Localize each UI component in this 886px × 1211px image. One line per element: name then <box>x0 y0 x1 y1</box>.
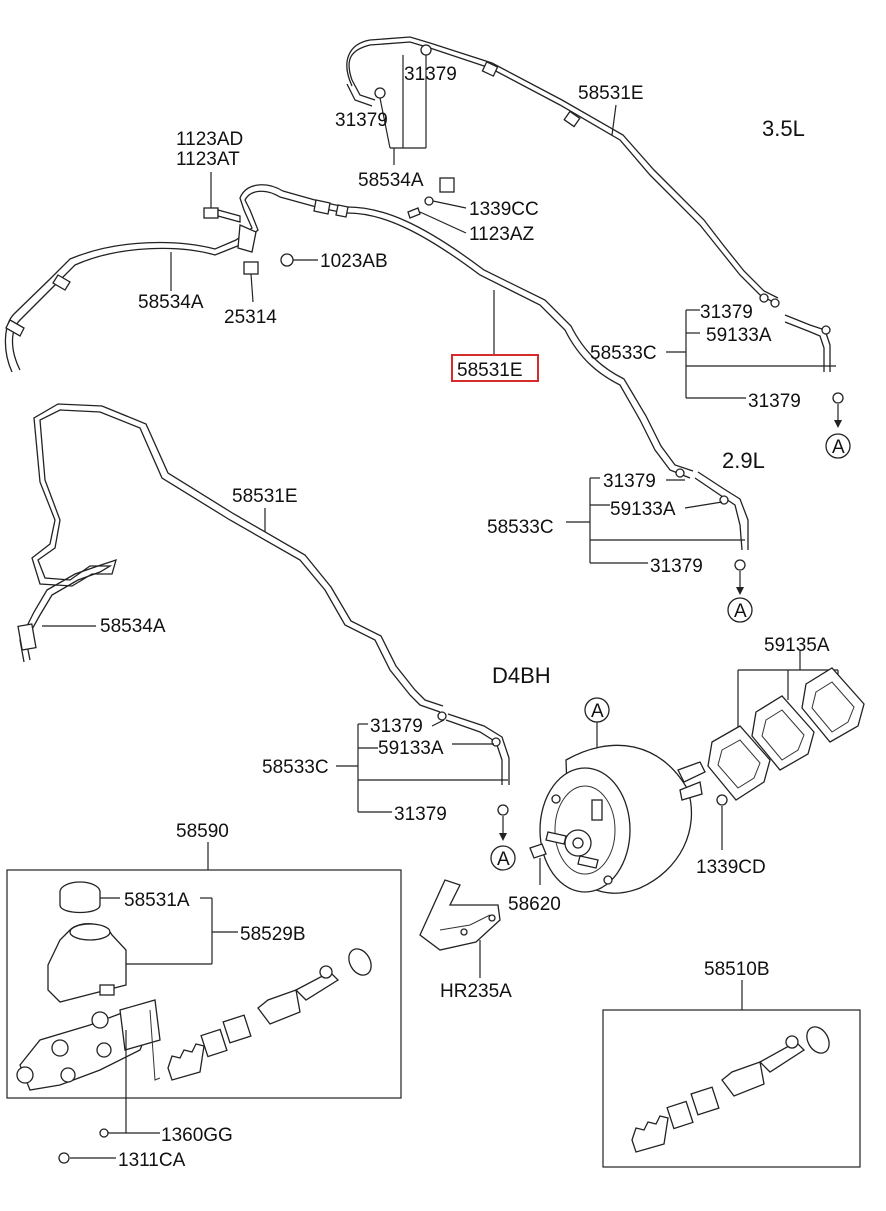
label-1123AT: 1123AT <box>176 149 240 170</box>
label-59135A: 59135A <box>764 635 830 656</box>
clip-1360GG <box>99 1030 160 1138</box>
label-1123AD: 1123AD <box>176 129 243 150</box>
label-58531E-top: 58531E <box>578 83 644 104</box>
vacuum-hose-3-5l <box>346 36 831 372</box>
label-58534A-mid: 58534A <box>138 292 204 313</box>
label-31379-29a: 31379 <box>603 471 656 492</box>
label-58534A-left: 58534A <box>100 616 166 637</box>
label-31379-35a: 31379 <box>700 302 753 323</box>
label-1360GG: 1360GG <box>161 1125 233 1146</box>
bolt-1339CC <box>407 196 467 234</box>
engine-label-3-5l: 3.5L <box>762 116 805 141</box>
leader-58534A-top <box>379 55 427 165</box>
label-58531A: 58531A <box>124 890 190 911</box>
label-58531E-left: 58531E <box>232 486 298 507</box>
ref-A-1: A <box>832 437 845 458</box>
brake-booster <box>539 697 706 894</box>
reservoir <box>47 923 127 1003</box>
callout-58533C-3-5l <box>666 309 851 459</box>
vacuum-hose-d4bh <box>17 403 510 785</box>
label-59133A-35: 59133A <box>706 325 772 346</box>
label-58620: 58620 <box>508 894 561 915</box>
nut-1023AB <box>280 253 318 267</box>
piston-assembly-58510B <box>631 1026 830 1153</box>
label-31379-29b: 31379 <box>650 556 703 577</box>
label-58533C-29: 58533C <box>487 517 554 538</box>
label-58510B: 58510B <box>704 959 770 980</box>
engine-label-d4bh: D4BH <box>492 663 551 688</box>
label-1339CD: 1339CD <box>696 857 766 878</box>
label-1339CC: 1339CC <box>469 199 539 220</box>
label-31379-a: 31379 <box>404 64 457 85</box>
callout-58533C-2-9l <box>566 477 753 623</box>
label-HR235A: HR235A <box>440 981 512 1002</box>
label-31379-db: 31379 <box>394 804 447 825</box>
label-58533C-d: 58533C <box>262 757 329 778</box>
label-58534A-top: 58534A <box>358 170 424 191</box>
label-59133A-29: 59133A <box>610 499 676 520</box>
label-31379-da: 31379 <box>370 716 423 737</box>
label-1123AZ: 1123AZ <box>469 224 535 245</box>
label-1023AB: 1023AB <box>320 251 388 272</box>
label-1311CA: 1311CA <box>118 1150 186 1171</box>
label-31379-b: 31379 <box>335 110 388 131</box>
nut-1311CA <box>58 1152 116 1164</box>
vacuum-hose-mid <box>4 184 749 551</box>
label-58529B: 58529B <box>240 924 306 945</box>
label-25314: 25314 <box>224 307 277 328</box>
piston-assembly-58590 <box>167 948 372 1081</box>
bolt-58620 <box>529 843 547 885</box>
bolt-1123AD <box>203 172 241 223</box>
reservoir-cap <box>59 881 120 914</box>
ref-A-4: A <box>591 701 604 722</box>
master-cylinder-body <box>16 999 161 1091</box>
highlight-box-58531E <box>451 354 539 382</box>
label-58531E-highlight: 58531E <box>457 360 523 381</box>
label-58590: 58590 <box>176 821 229 842</box>
label-31379-35b: 31379 <box>748 391 801 412</box>
master-cylinder-kit-box <box>6 869 402 1099</box>
ref-A-3: A <box>497 849 510 870</box>
nut-1339CD <box>716 794 728 850</box>
gaskets-59135A <box>707 650 865 801</box>
engine-label-2-9l: 2.9L <box>722 448 765 473</box>
callout-58533C-d4bh <box>336 719 516 871</box>
bracket-HR235A <box>419 879 501 978</box>
label-59133A-d: 59133A <box>378 738 444 759</box>
label-58533C-35: 58533C <box>590 343 657 364</box>
ref-A-2: A <box>734 601 747 622</box>
repair-kit-box <box>602 1009 861 1168</box>
